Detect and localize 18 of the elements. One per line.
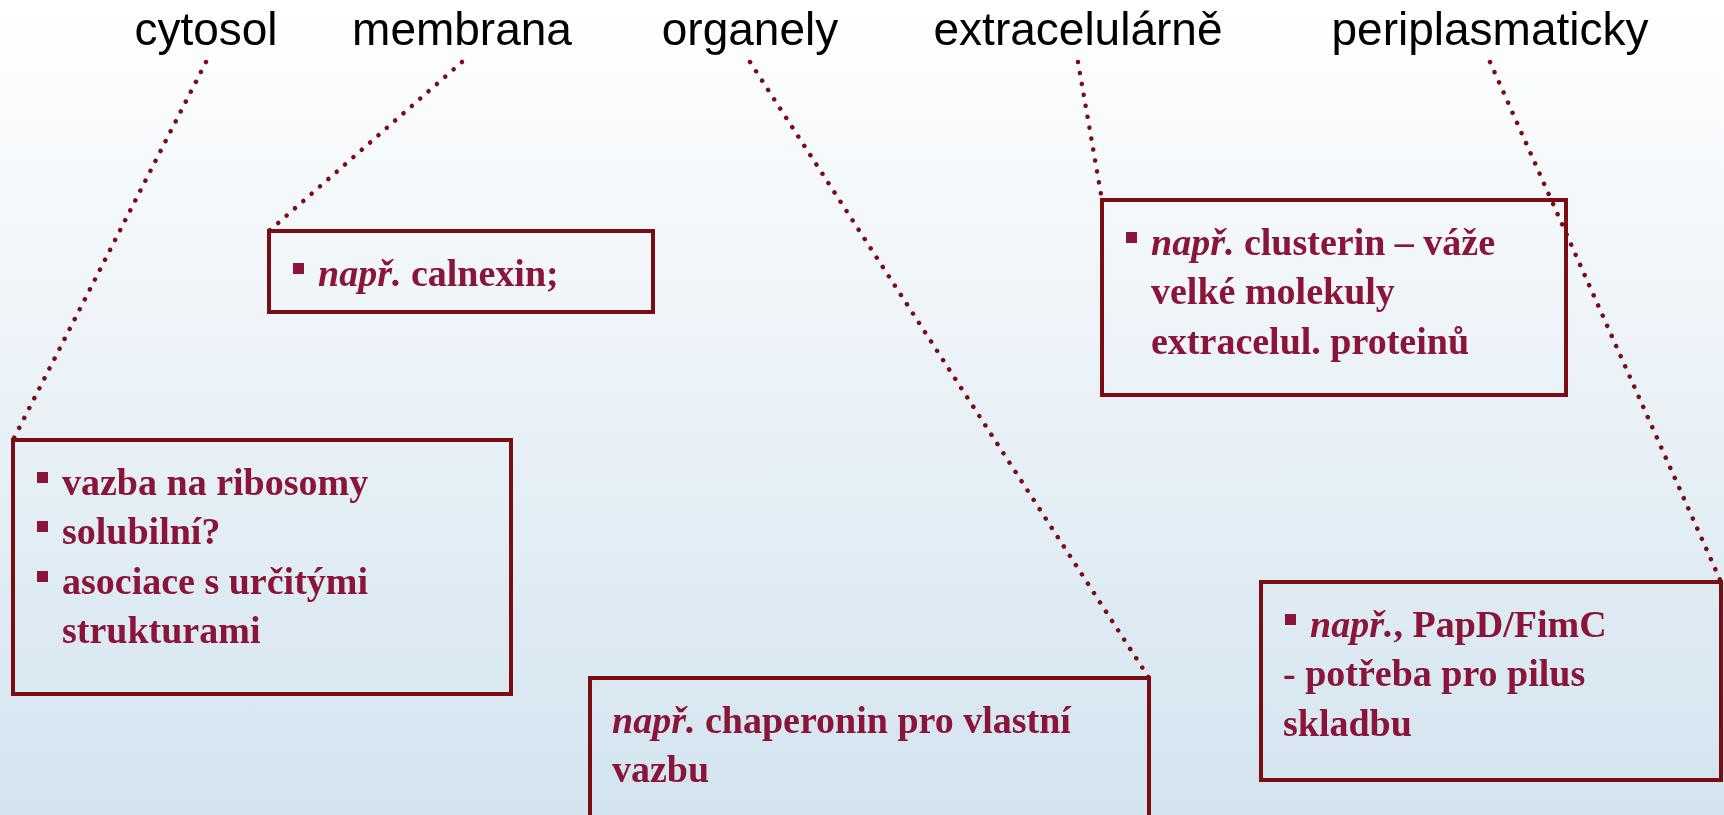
box-text: např. calnexin;: [318, 251, 559, 296]
category-label: extracelulárně: [933, 2, 1223, 56]
box-text: - potřeba pro pilus skladbu: [1283, 651, 1587, 746]
text-box: [1100, 198, 1568, 397]
text-box: [1259, 580, 1723, 782]
category-label: cytosol: [134, 2, 278, 56]
category-label: periplasmaticky: [1331, 2, 1649, 56]
category-label: organely: [661, 2, 839, 56]
text-box: [588, 676, 1151, 815]
box-text: např. clusterin – váže velké molekuly extracelul. proteinů: [1151, 220, 1497, 364]
box-text: vazba na ribosomy: [62, 460, 369, 505]
box-text: asociace s určitými strukturami: [62, 558, 370, 654]
text-box: [267, 229, 655, 314]
text-box: [11, 438, 513, 696]
category-label: membrana: [352, 2, 572, 56]
box-text: např. chaperonin pro vlastní vazbu: [612, 698, 1073, 793]
box-text: např., PapD/FimC: [1310, 602, 1607, 647]
box-text: solubilní?: [62, 509, 221, 555]
